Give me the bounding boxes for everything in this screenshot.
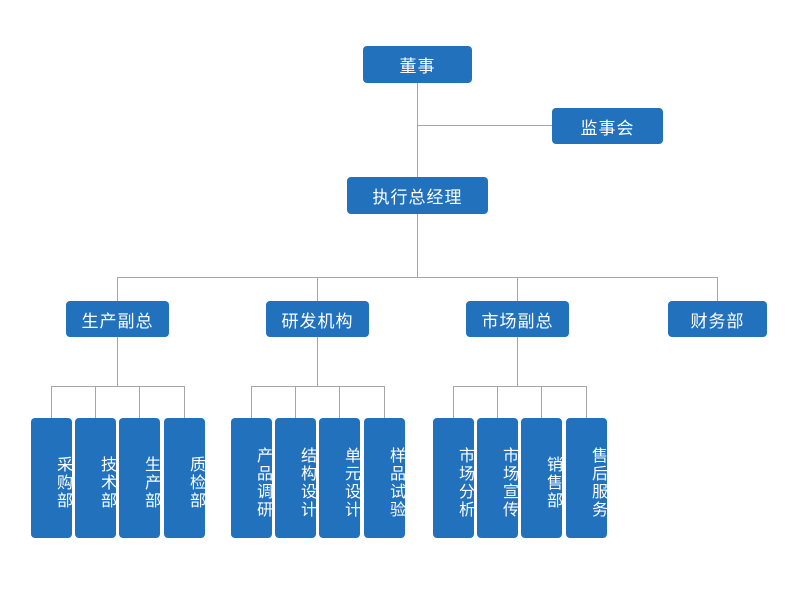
node-label: 样品试验 bbox=[387, 447, 406, 519]
connector-drop-rd bbox=[317, 277, 318, 302]
node-label: 质检部 bbox=[187, 456, 206, 510]
connector-market-drop-1 bbox=[453, 386, 454, 419]
node-label: 财务部 bbox=[690, 311, 745, 332]
node-market-promotion[interactable]: 市场宣传 bbox=[477, 418, 519, 538]
node-finance-dept[interactable]: 财务部 bbox=[668, 301, 767, 337]
node-label: 销售部 bbox=[544, 456, 563, 510]
node-label: 生产部 bbox=[142, 456, 161, 510]
node-label: 市场分析 bbox=[456, 447, 475, 519]
node-executive-gm[interactable]: 执行总经理 bbox=[347, 177, 488, 214]
node-market-analysis[interactable]: 市场分析 bbox=[433, 418, 475, 538]
node-label: 执行总经理 bbox=[372, 188, 463, 208]
connector-production-drop-3 bbox=[139, 386, 140, 419]
connector-market-drop-3 bbox=[541, 386, 542, 419]
node-label: 结构设计 bbox=[298, 447, 317, 519]
node-production-dept[interactable]: 生产部 bbox=[119, 418, 161, 538]
node-label: 市场宣传 bbox=[500, 447, 519, 519]
node-sales-dept[interactable]: 销售部 bbox=[521, 418, 563, 538]
node-label: 单元设计 bbox=[342, 447, 361, 519]
connector-rd-bus bbox=[251, 386, 384, 387]
node-after-sales-service[interactable]: 售后服务 bbox=[566, 418, 608, 538]
node-label: 售后服务 bbox=[589, 447, 608, 519]
connector-market-trunk bbox=[517, 337, 518, 387]
node-label: 生产副总 bbox=[81, 311, 154, 332]
node-production-vp[interactable]: 生产副总 bbox=[66, 301, 169, 337]
connector-rd-drop-1 bbox=[251, 386, 252, 419]
node-label: 董事 bbox=[399, 57, 436, 77]
node-unit-design[interactable]: 单元设计 bbox=[319, 418, 361, 538]
node-board-director[interactable]: 董事 bbox=[363, 46, 472, 83]
connector-gm-trunk bbox=[417, 214, 418, 278]
node-purchasing-dept[interactable]: 采购部 bbox=[31, 418, 73, 538]
node-rd-org[interactable]: 研发机构 bbox=[266, 301, 369, 337]
connector-level4-bus bbox=[117, 277, 718, 278]
node-label: 市场副总 bbox=[481, 311, 554, 332]
connector-rd-drop-3 bbox=[339, 386, 340, 419]
node-label: 监事会 bbox=[580, 118, 635, 139]
connector-rd-drop-2 bbox=[295, 386, 296, 419]
connector-rd-trunk bbox=[317, 337, 318, 387]
node-market-vp[interactable]: 市场副总 bbox=[466, 301, 569, 337]
connector-market-drop-4 bbox=[586, 386, 587, 419]
node-label: 研发机构 bbox=[281, 311, 354, 332]
connector-supervisory-branch bbox=[417, 125, 552, 126]
connector-production-drop-1 bbox=[51, 386, 52, 419]
connector-director-trunk bbox=[417, 83, 418, 177]
connector-market-bus bbox=[453, 386, 586, 387]
node-label: 产品调研 bbox=[254, 447, 273, 519]
connector-production-bus bbox=[51, 386, 184, 387]
node-product-research[interactable]: 产品调研 bbox=[231, 418, 273, 538]
node-quality-inspection-dept[interactable]: 质检部 bbox=[164, 418, 206, 538]
node-technology-dept[interactable]: 技术部 bbox=[75, 418, 117, 538]
connector-drop-production bbox=[117, 277, 118, 302]
connector-drop-market bbox=[517, 277, 518, 302]
connector-production-drop-2 bbox=[95, 386, 96, 419]
connector-rd-drop-4 bbox=[384, 386, 385, 419]
node-supervisory-board[interactable]: 监事会 bbox=[552, 108, 663, 144]
connector-production-drop-4 bbox=[184, 386, 185, 419]
connector-market-drop-2 bbox=[497, 386, 498, 419]
node-structural-design[interactable]: 结构设计 bbox=[275, 418, 317, 538]
node-label: 技术部 bbox=[98, 456, 117, 510]
connector-drop-finance bbox=[717, 277, 718, 302]
node-sample-testing[interactable]: 样品试验 bbox=[364, 418, 406, 538]
node-label: 采购部 bbox=[54, 456, 73, 510]
connector-production-trunk bbox=[117, 337, 118, 387]
